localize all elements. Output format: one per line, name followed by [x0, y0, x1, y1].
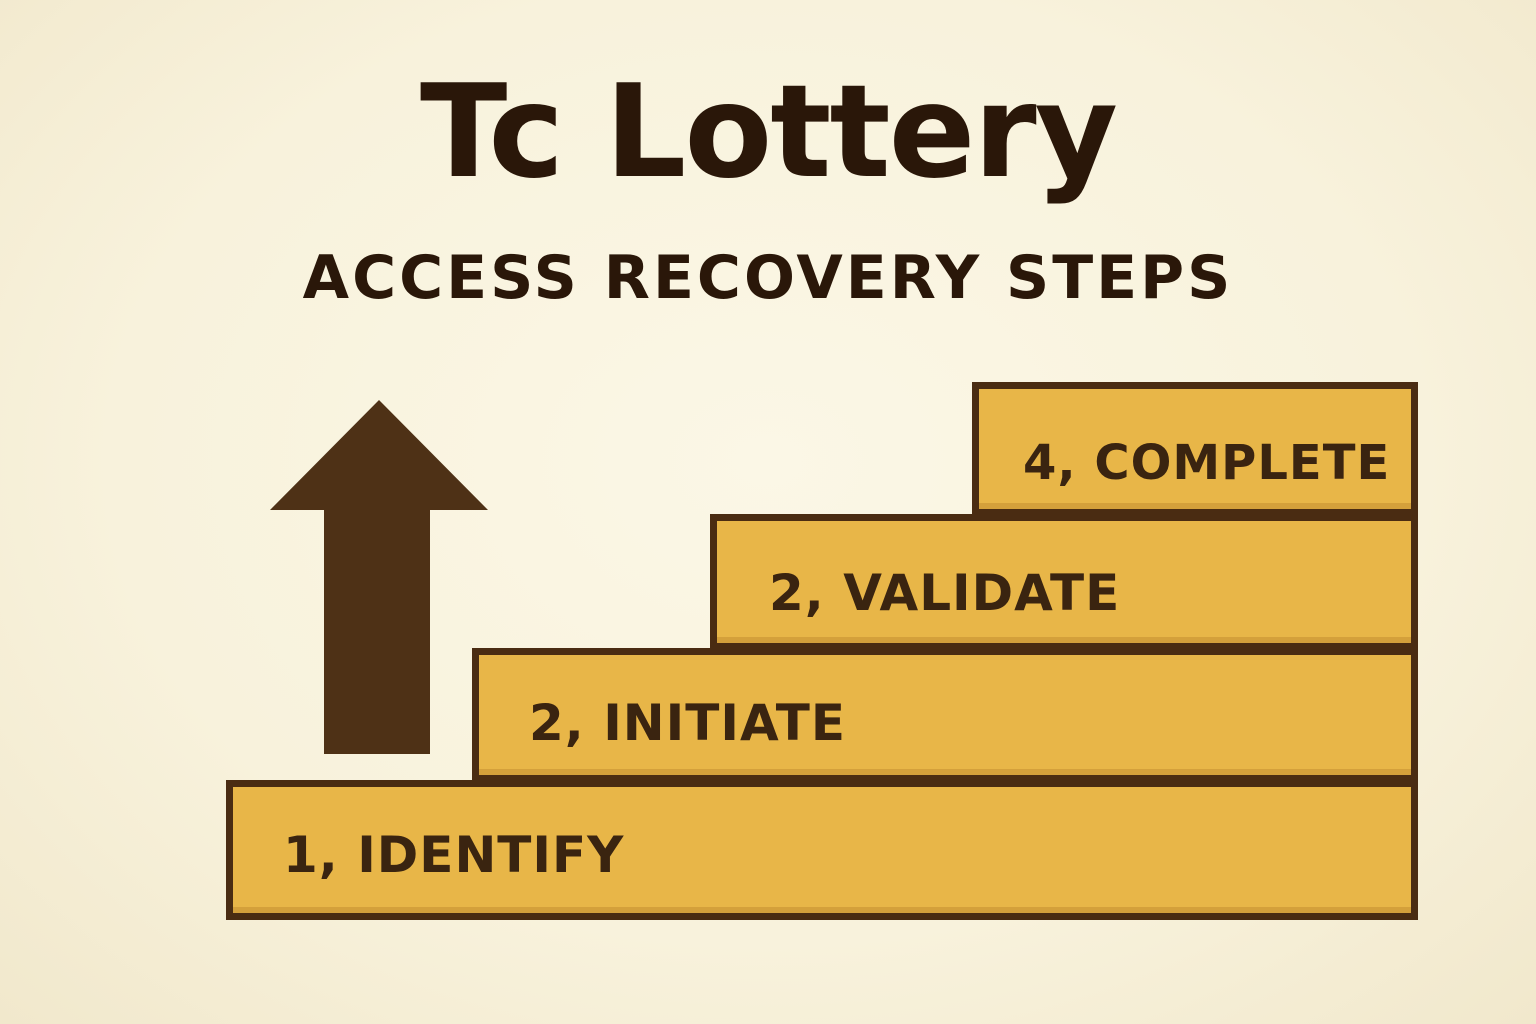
step-validate: 2, VALIDATE: [710, 514, 1418, 650]
page-subtitle: ACCESS RECOVERY STEPS: [302, 243, 1234, 313]
step-complete: 4, COMPLETE: [972, 382, 1418, 516]
step-initiate: 2, INITIATE: [472, 648, 1418, 782]
step-label: 1, IDENTIFY: [283, 826, 625, 884]
step-identify: 1, IDENTIFY: [226, 780, 1418, 920]
page-title: Tc Lottery: [420, 58, 1118, 207]
step-label: 4, COMPLETE: [1023, 435, 1391, 491]
step-label: 2, INITIATE: [529, 694, 847, 752]
step-label: 2, VALIDATE: [769, 564, 1121, 622]
up-arrow-icon: [270, 400, 488, 754]
